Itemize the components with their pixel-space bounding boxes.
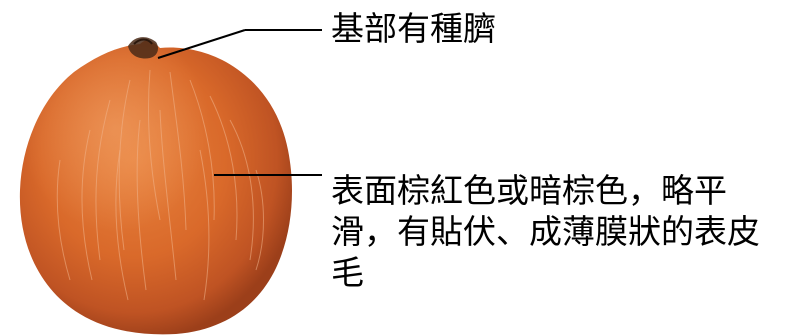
hilum-label: 基部有種臍 [331,9,496,48]
surface-label: 表面棕紅色或暗棕色，略平滑，有貼伏、成薄膜狀的表皮毛 [331,171,760,292]
hilum-mark [128,37,158,59]
hilum-leader-line [157,29,246,59]
surface-hair-texture [56,69,264,301]
